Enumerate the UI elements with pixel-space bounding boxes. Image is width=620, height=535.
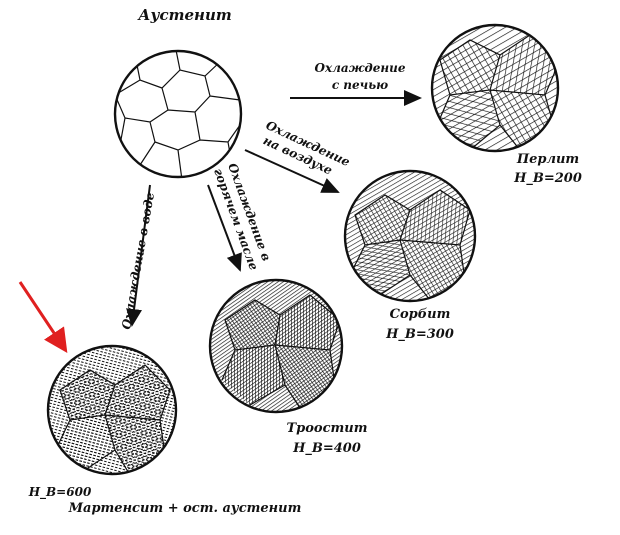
martensite-micrograph bbox=[46, 344, 178, 476]
martensite-hardness: H_B=600 bbox=[28, 485, 92, 500]
pearlite-name: Перлит bbox=[516, 152, 579, 167]
pearlite-micrograph bbox=[430, 23, 560, 153]
austenite-micrograph bbox=[113, 49, 243, 179]
sorbite-micrograph bbox=[343, 169, 477, 303]
martensite-name: Мартенсит + ост. аустенит bbox=[68, 501, 302, 516]
furnace-cooling-label-1: Охлаждение bbox=[315, 61, 406, 75]
sorbite-name: Сорбит bbox=[390, 307, 451, 322]
furnace-cooling-label-2: с печью bbox=[332, 78, 388, 92]
sorbite-hardness: H_B=300 bbox=[385, 327, 454, 342]
red-arrow-icon bbox=[18, 281, 68, 353]
troostite-micrograph bbox=[208, 278, 344, 414]
air-cooling-arrow bbox=[244, 149, 340, 193]
water-cooling-arrow bbox=[126, 184, 151, 327]
water-cooling-label: Охлаждение в воде bbox=[119, 191, 157, 331]
austenite-label: Аустенит bbox=[137, 6, 231, 24]
oil-cooling-arrow bbox=[207, 184, 242, 272]
pearlite-hardness: H_B=200 bbox=[513, 171, 582, 186]
troostite-name: Троостит bbox=[287, 421, 368, 436]
troostite-hardness: H_B=400 bbox=[292, 441, 361, 456]
